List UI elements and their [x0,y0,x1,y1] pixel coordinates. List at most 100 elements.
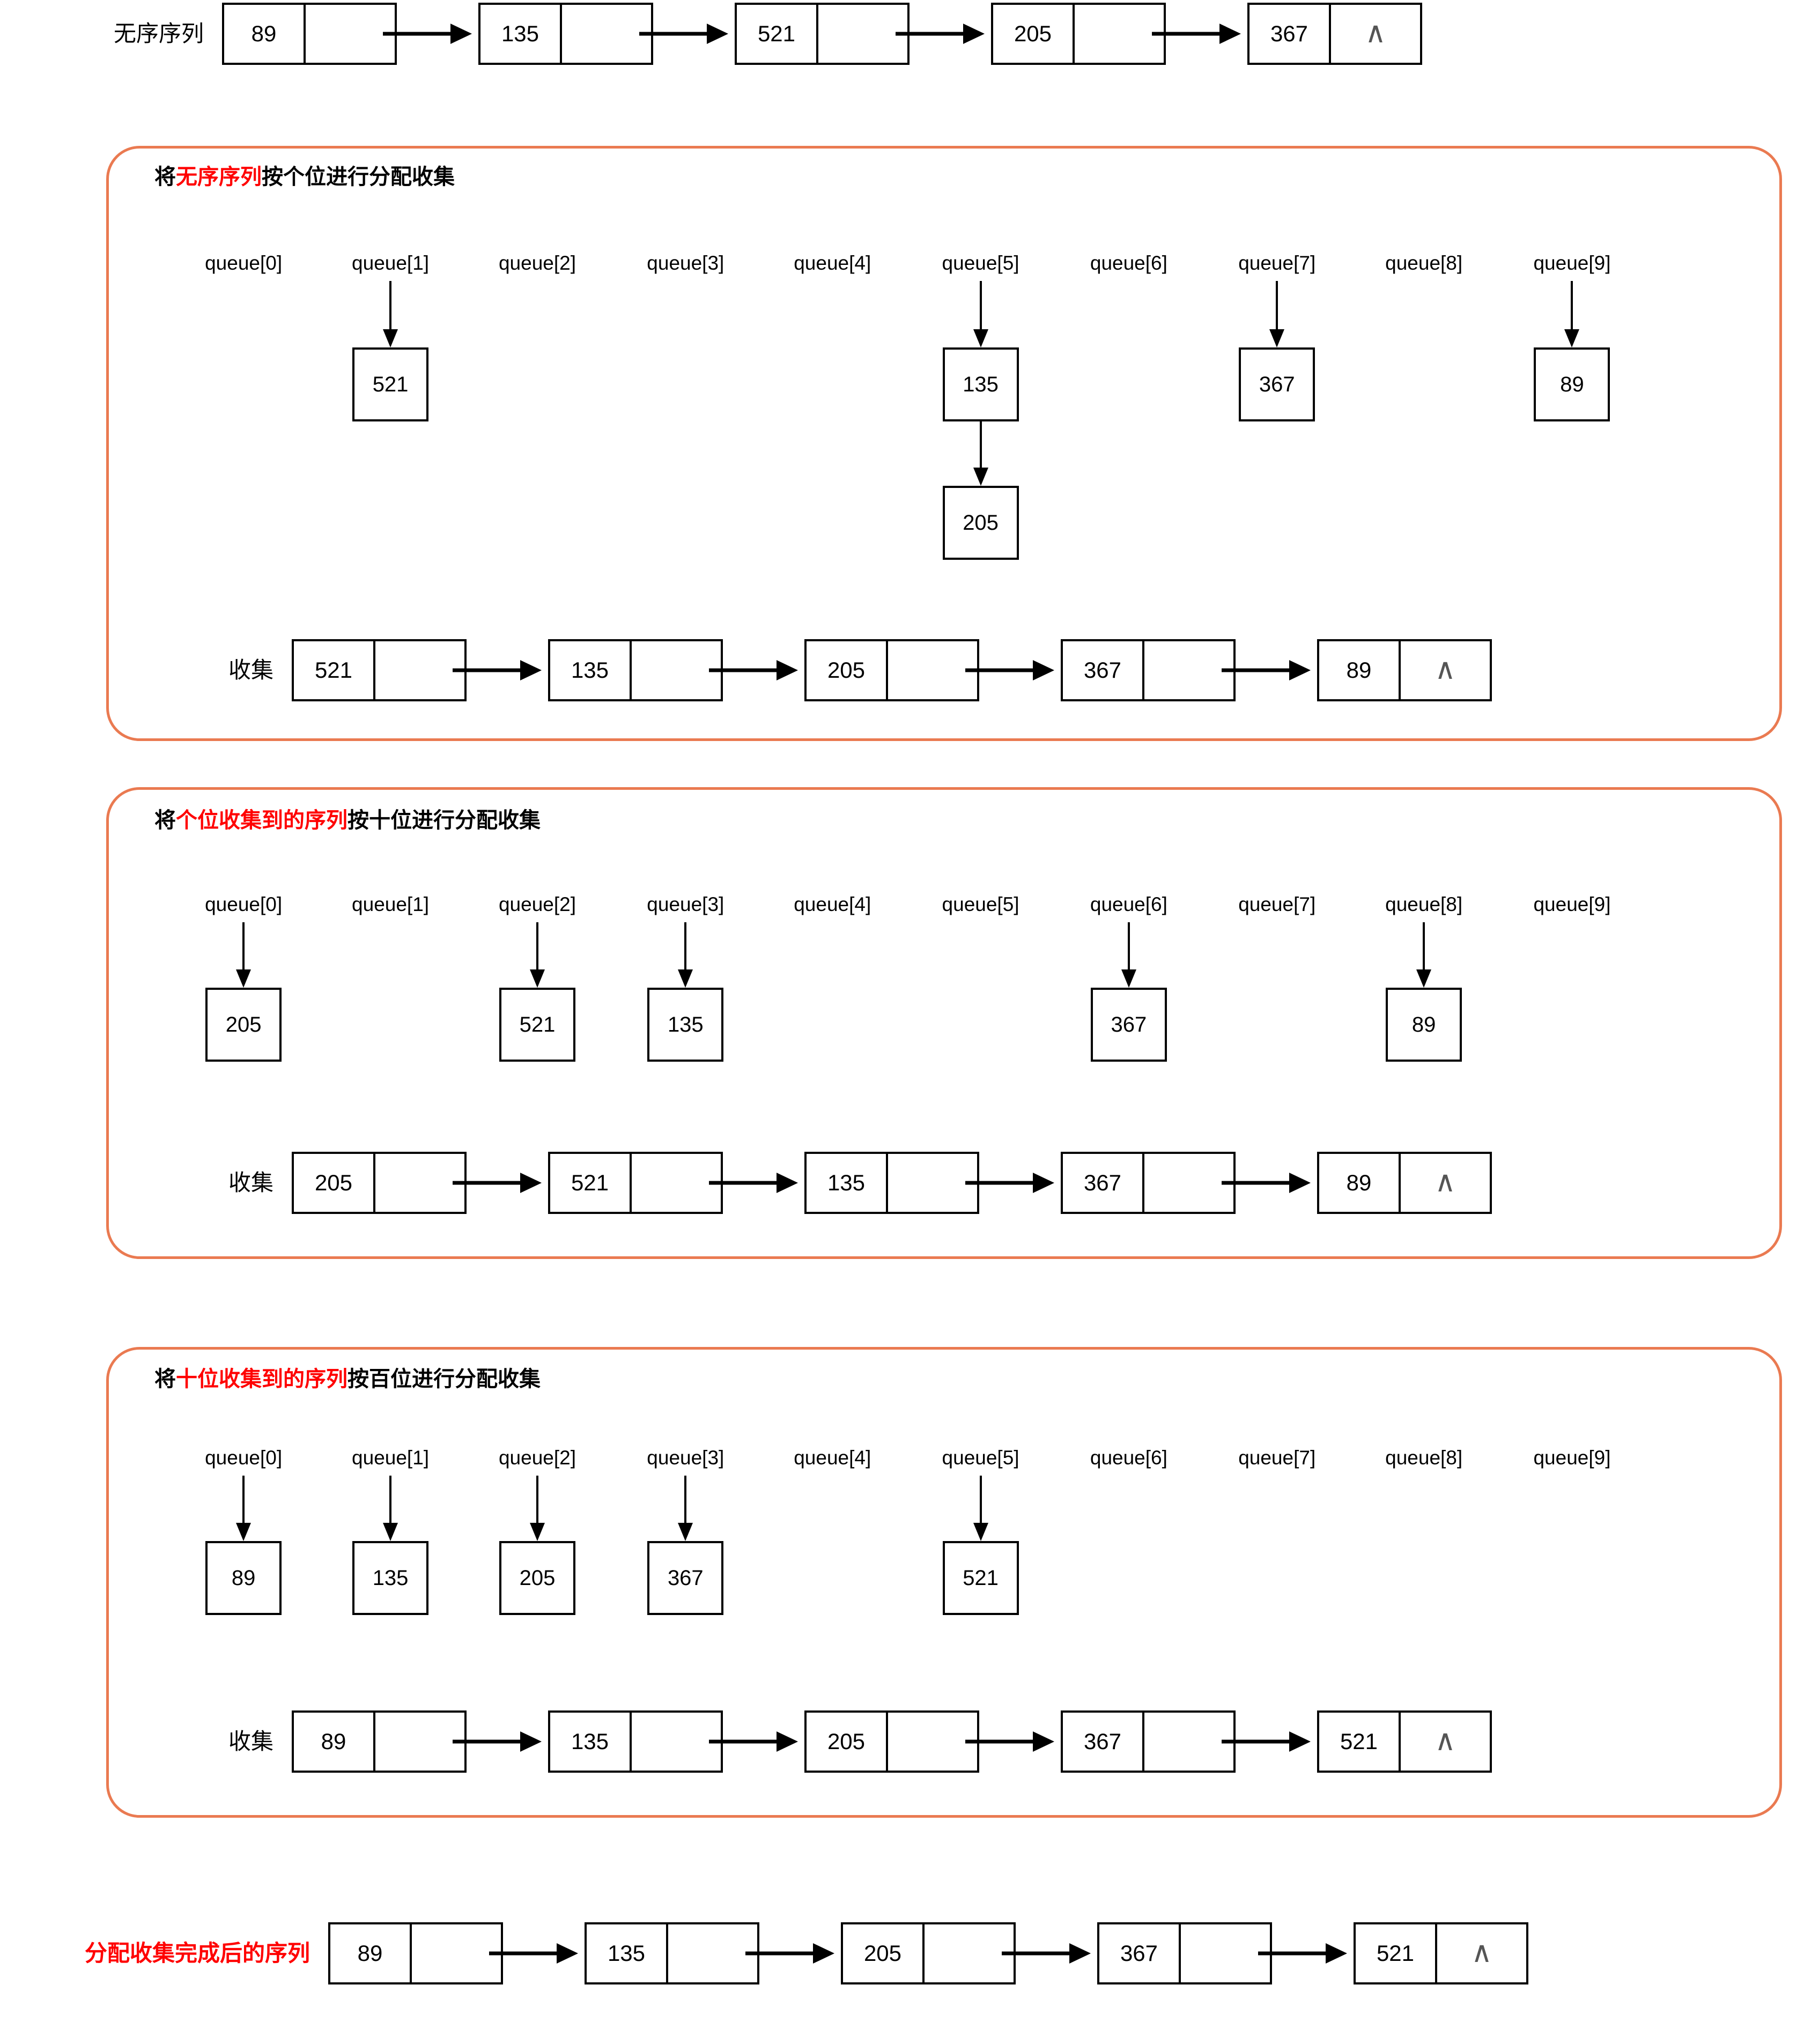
node-value: 89 [330,1924,412,1982]
list-node: 367 [1061,639,1236,701]
queue-label-9: queue[9] [1533,252,1611,274]
queue-label-7: queue[7] [1238,252,1316,274]
pass-title-tens: 将个位收集到的序列按十位进行分配收集 [154,810,541,831]
queue-down-arrow-icon-3 [675,1476,696,1541]
queue-label-2: queue[2] [498,252,576,274]
node-value: 135 [480,5,562,63]
node-next-pointer [375,641,464,699]
node-next-pointer [1181,1924,1270,1982]
pass-panel-tens [106,787,1782,1259]
title-suffix: 按百位进行分配收集 [348,1367,541,1391]
queue-label-0: queue[0] [205,252,283,274]
pass-panel-hundreds [106,1347,1782,1818]
node-next-pointer [1144,1713,1233,1771]
queue-item-box: 135 [352,1541,429,1615]
link-arrow-icon [723,1710,804,1773]
list-node: 521 [735,3,910,65]
queue-label-1: queue[1] [352,1447,430,1469]
queue-item-box: 89 [1534,347,1610,421]
node-value: 521 [737,5,818,63]
node-next-pointer [562,5,651,63]
node-value: 205 [843,1924,925,1982]
queue-down-arrow-icon-5 [970,281,992,347]
title-prefix: 将 [154,165,176,189]
queue-down-arrow-icon-6 [1118,922,1140,988]
queue-item-box: 521 [352,347,429,421]
queue-down-arrow-icon-7 [1266,281,1288,347]
queue-label-4: queue[4] [794,1447,871,1469]
queue-label-8: queue[8] [1385,1447,1463,1469]
queue-item-box: 89 [205,1541,282,1615]
queue-label-4: queue[4] [794,893,871,915]
node-next-pointer [306,5,395,63]
list-node: 135 [804,1152,979,1214]
link-arrow-icon [397,3,478,65]
node-value: 521 [1356,1924,1437,1982]
null-caret-icon: ∧ [1435,1724,1456,1757]
link-arrow-icon [1236,1152,1317,1214]
list-node: 367 [1061,1710,1236,1773]
link-arrow-icon [467,1710,548,1773]
node-next-pointer [888,1154,977,1212]
row-label: 无序序列 [113,21,204,46]
queue-label-5: queue[5] [942,893,1019,915]
list-node: 205 [804,639,979,701]
pass-panel-ones [106,146,1782,741]
node-value: 367 [1063,641,1144,699]
title-highlight: 个位收集到的序列 [176,809,348,832]
node-next-pointer [1075,5,1164,63]
link-arrow-icon [979,639,1061,701]
node-value: 89 [294,1713,375,1771]
queue-label-0: queue[0] [205,1447,283,1469]
queue-label-4: queue[4] [794,252,871,274]
queue-item-box: 367 [1090,988,1167,1062]
link-arrow-icon [979,1152,1061,1214]
link-arrow-icon [1236,1710,1317,1773]
queue-item-box: 205 [205,988,282,1062]
list-node: 135 [548,1710,723,1773]
queue-down-arrow-icon-2 [527,1476,548,1541]
queue-down-arrow-icon-0 [233,1476,254,1541]
list-node: 89∧ [1317,1152,1492,1214]
node-next-pointer [925,1924,1014,1982]
queue-label-8: queue[8] [1385,252,1463,274]
list-node: 135 [478,3,653,65]
title-suffix: 按十位进行分配收集 [348,809,541,832]
queue-label-2: queue[2] [498,893,576,915]
list-node: 205 [804,1710,979,1773]
node-null-pointer: ∧ [1401,1154,1490,1212]
queue-label-6: queue[6] [1090,252,1167,274]
queue-item-box: 367 [1239,347,1315,421]
list-node: 89 [292,1710,467,1773]
list-node: 521∧ [1317,1710,1492,1773]
queue-label-9: queue[9] [1533,893,1611,915]
queue-item-box: 205 [942,486,1019,560]
list-node: 205 [841,1922,1016,1984]
queue-down-arrow-icon-2 [527,922,548,988]
link-arrow-icon [1236,639,1317,701]
node-next-pointer [632,1713,721,1771]
link-arrow-icon [1272,1922,1354,1984]
list-node: 521 [548,1152,723,1214]
list-node: 521 [292,639,467,701]
title-suffix: 按个位进行分配收集 [262,165,455,189]
queue-down-arrow-icon-1 [380,1476,401,1541]
list-node: 89 [328,1922,503,1984]
queue-label-3: queue[3] [647,1447,724,1469]
queue-chain-arrow-icon [970,421,992,486]
list-node: 89∧ [1317,639,1492,701]
node-next-pointer [668,1924,757,1982]
title-prefix: 将 [154,809,176,832]
link-arrow-icon [910,3,991,65]
link-arrow-icon [1016,1922,1097,1984]
queue-label-6: queue[6] [1090,893,1167,915]
null-caret-icon: ∧ [1365,17,1386,49]
node-next-pointer [888,1713,977,1771]
queue-down-arrow-icon-3 [675,922,696,988]
link-arrow-icon [759,1922,841,1984]
node-value: 135 [587,1924,668,1982]
